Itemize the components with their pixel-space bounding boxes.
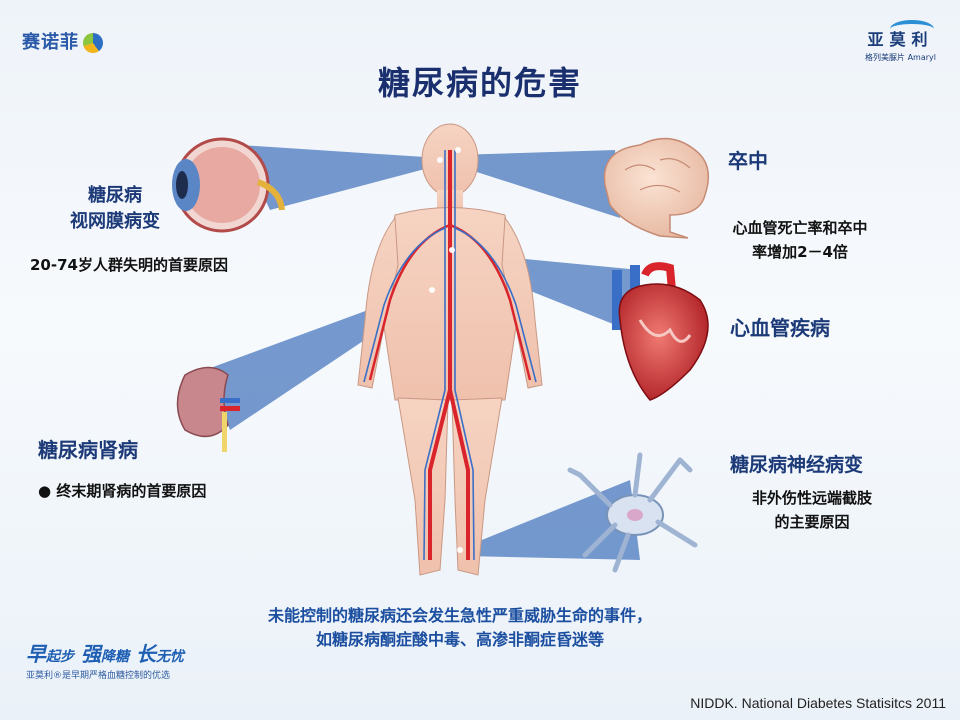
right-leg bbox=[451, 397, 503, 576]
slogan-w4: 降糖 bbox=[100, 649, 129, 665]
sanofi-logo: 赛诺菲 bbox=[22, 28, 103, 54]
heart-illustration bbox=[612, 262, 709, 401]
slogan-w1: 早 bbox=[26, 642, 46, 666]
aorta bbox=[428, 150, 470, 560]
kidney-title: 糖尿病肾病 bbox=[38, 438, 138, 462]
slogan-w3: 强 bbox=[80, 642, 101, 666]
sanofi-swirl-icon bbox=[83, 33, 103, 53]
amaryl-logo: 亚莫利 格列美脲片 Amaryl bbox=[865, 20, 936, 63]
kidney-desc: 终末期肾病的首要原因 bbox=[56, 482, 207, 500]
ray-brain bbox=[455, 150, 620, 218]
eye-title: 糖尿病 视网膜病变 bbox=[40, 183, 190, 235]
nerve-desc: 非外伤性远端截肢 的主要原因 bbox=[712, 486, 912, 534]
footer-slogan-sub: 亚莫利®是早期严格血糖控制的优选 bbox=[26, 671, 171, 681]
slogan-w2: 起步 bbox=[46, 649, 74, 665]
stroke-desc: 心血管死亡率和卒中 率增加2－4倍 bbox=[700, 216, 900, 264]
kidney-desc-row: ● 终末期肾病的首要原因 bbox=[38, 480, 206, 501]
veins bbox=[363, 150, 537, 561]
stroke-title: 卒中 bbox=[728, 149, 768, 173]
sanofi-logo-text: 赛诺菲 bbox=[22, 32, 79, 53]
slogan-w5: 长 bbox=[135, 642, 156, 666]
neuron-illustration bbox=[567, 452, 698, 573]
bottom-line2: 如糖尿病酮症酸中毒、高渗非酮症昏迷等 bbox=[315, 630, 604, 649]
heart-title: 心血管疾病 bbox=[730, 316, 830, 340]
bullet-icon: ● bbox=[38, 482, 52, 500]
nerve-title: 糖尿病神经病变 bbox=[730, 454, 864, 476]
nerve-desc-line2: 的主要原因 bbox=[774, 513, 850, 531]
page-title: 糖尿病的危害 bbox=[377, 64, 582, 102]
right-arm bbox=[501, 216, 543, 389]
stroke-desc-line2: 率增加2－4倍 bbox=[752, 243, 848, 261]
wing-icon bbox=[890, 20, 934, 38]
ray-nerve bbox=[462, 480, 640, 560]
eye-illustration bbox=[172, 137, 285, 233]
eye-desc: 20-74岁人群失明的首要原因 bbox=[30, 256, 228, 274]
stroke-desc-line1: 心血管死亡率和卒中 bbox=[732, 219, 868, 237]
kidney-illustration bbox=[176, 366, 240, 452]
left-arm bbox=[357, 216, 399, 389]
amaryl-sub: 格列美脲片 Amaryl bbox=[865, 53, 936, 62]
footer-slogan-main: 早起步 强降糖 长无忧 bbox=[26, 638, 184, 667]
source-citation: NIDDK. National Diabetes Statisitcs 2011 bbox=[690, 695, 946, 711]
bottom-line1: 未能控制的糖尿病还会发生急性严重威胁生命的事件， bbox=[267, 606, 652, 625]
brain-illustration bbox=[603, 137, 710, 239]
slogan-w6: 无忧 bbox=[155, 649, 184, 665]
bottom-statement: 未能控制的糖尿病还会发生急性严重威胁生命的事件， 如糖尿病酮症酸中毒、高渗非酮症… bbox=[180, 604, 740, 652]
eye-title-line1: 糖尿病 bbox=[88, 185, 142, 206]
sparkle-markers bbox=[429, 147, 463, 553]
nerve-desc-line1: 非外伤性远端截肢 bbox=[751, 489, 872, 507]
human-body bbox=[357, 123, 543, 576]
eye-title-line2: 视网膜病变 bbox=[70, 211, 160, 232]
ray-eye bbox=[240, 145, 440, 210]
